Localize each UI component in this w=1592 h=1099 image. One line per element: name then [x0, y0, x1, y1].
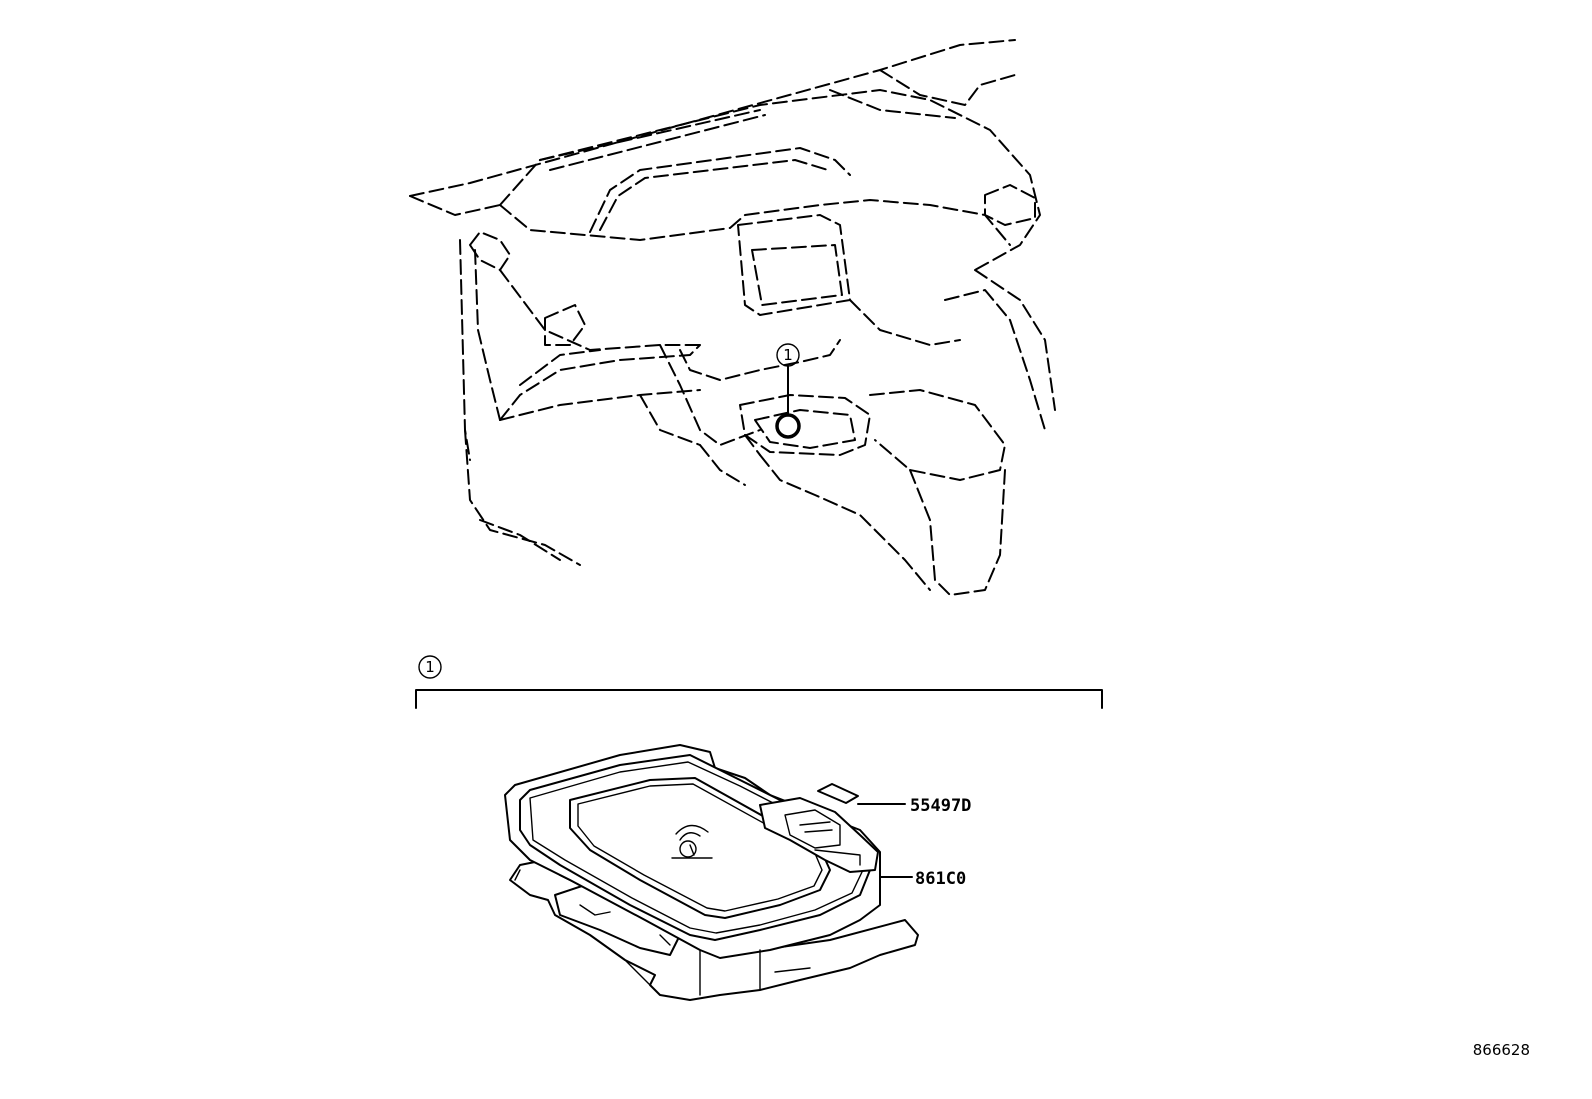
- location-marker: [775, 413, 801, 439]
- wireless-charger-assembly: [504, 744, 919, 1001]
- location-callout: 1: [775, 343, 801, 439]
- figure-id: 866628: [1473, 1041, 1530, 1059]
- callout-number: 1: [783, 346, 793, 364]
- dashboard-illustration: [409, 39, 1056, 596]
- group-bracket: 1: [415, 655, 1103, 709]
- part-label-861C0: 861C0: [879, 869, 966, 889]
- bracket-line: [415, 689, 1103, 709]
- part-number-861C0: 861C0: [915, 869, 966, 889]
- wireless-charging-icon: [671, 824, 713, 859]
- group-number: 1: [425, 658, 435, 676]
- clip-55497D: [817, 783, 859, 804]
- part-number-55497D: 55497D: [910, 796, 971, 816]
- group-circle: [418, 655, 442, 679]
- part-label-55497D: 55497D: [857, 796, 971, 816]
